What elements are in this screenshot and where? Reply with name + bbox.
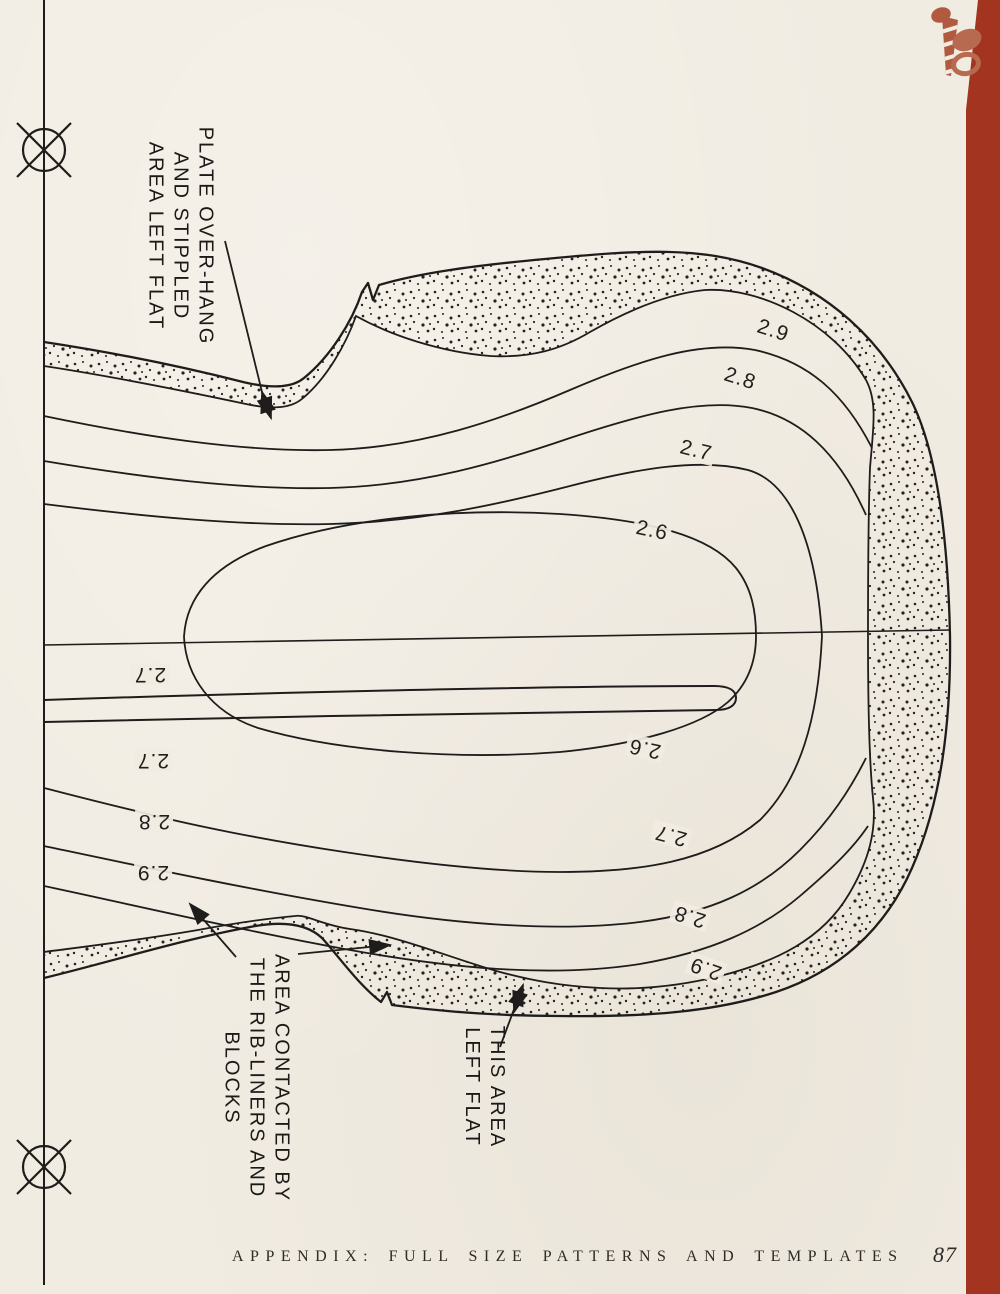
leader-rib-liners-left — [188, 902, 237, 958]
stippled-edge-band — [44, 251, 951, 1017]
note-head-icon — [952, 28, 982, 52]
contour-27 — [43, 463, 823, 873]
page-number: 87 — [933, 1242, 957, 1267]
contour-29-lower — [43, 825, 869, 972]
center-strip — [43, 684, 738, 723]
contour-29-upper — [43, 346, 873, 452]
note-ring-icon — [951, 51, 981, 77]
red-edge-band — [966, 0, 1000, 1294]
footer-caption: APPENDIX: FULL SIZE PATTERNS AND TEMPLAT… — [232, 1248, 904, 1265]
registration-mark-top-icon — [16, 122, 72, 178]
contour-28-upper — [43, 404, 867, 516]
contour-28-lower — [43, 757, 867, 928]
leader-rib-liners-arrow — [297, 938, 393, 956]
overhang-arrow-down — [256, 395, 273, 421]
center-line — [43, 629, 951, 646]
page-footer: APPENDIX: FULL SIZE PATTERNS AND TEMPLAT… — [0, 1240, 1000, 1280]
this-area-arrow-down — [512, 989, 528, 1015]
music-note-logo — [931, 7, 982, 77]
stipple-inner-boundary — [43, 289, 875, 990]
plate-outline — [43, 250, 952, 1018]
registration-mark-bottom-icon — [16, 1139, 72, 1195]
contour-26-teardrop — [183, 511, 757, 756]
